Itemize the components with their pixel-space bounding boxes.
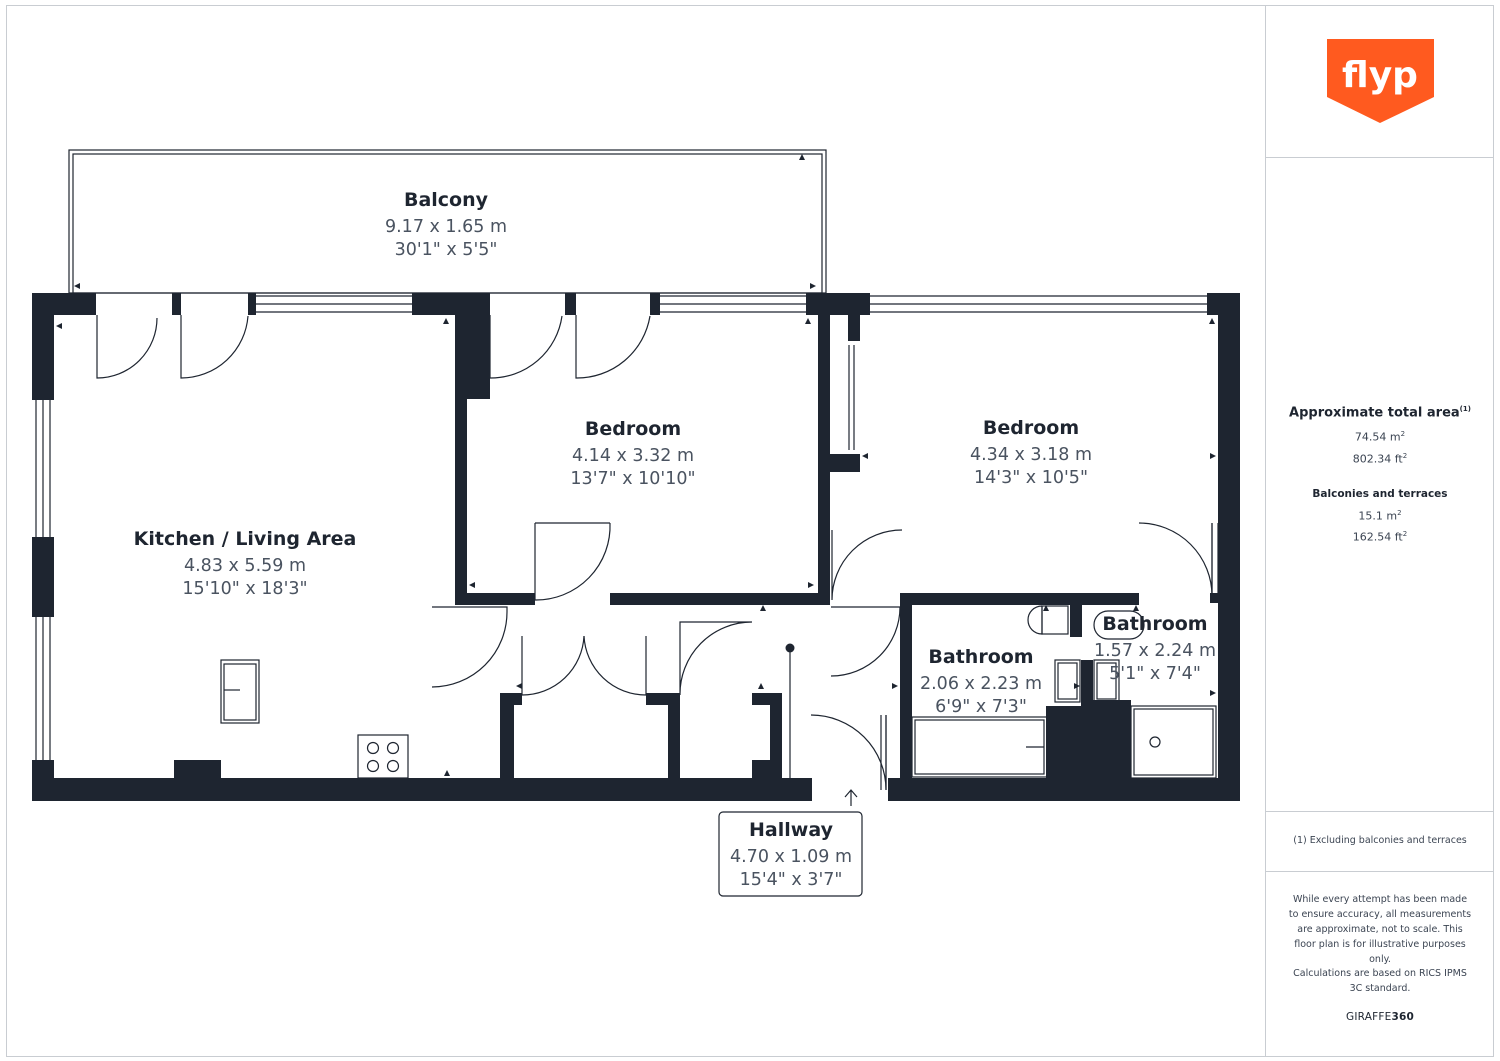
divider: [1266, 157, 1494, 158]
hallway-imperial: 15'4" x 3'7": [740, 870, 843, 890]
balcony-imperial: 30'1" x 5'5": [395, 240, 498, 260]
bathroom2-imperial: 5'1" x 7'4": [1109, 664, 1201, 684]
balcony-metric: 9.17 x 1.65 m: [385, 217, 507, 237]
calculation-note: Calculations are based on RICS IPMS 3C s…: [1293, 968, 1467, 994]
bathroom2-metric: 1.57 x 2.24 m: [1094, 641, 1216, 661]
bathroom1-metric: 2.06 x 2.23 m: [920, 674, 1042, 694]
bedroom2-imperial: 14'3" x 10'5": [974, 468, 1088, 488]
hallway-label-box: [718, 811, 863, 897]
total-area-m2: 74.54 m2: [1354, 430, 1406, 444]
bedroom2-metric: 4.34 x 3.18 m: [970, 445, 1092, 465]
kitchen-name: Kitchen / Living Area: [134, 528, 357, 550]
bathroom1-name: Bathroom: [928, 646, 1033, 668]
total-area-ft2: 802.34 ft2: [1352, 452, 1408, 466]
info-sidebar: flyp Approximate total area(1) 74.54 m2 …: [1265, 5, 1494, 1057]
page-frame: [6, 5, 1494, 1057]
bathroom2-name: Bathroom: [1102, 613, 1207, 635]
balconies-ft2: 162.54 ft2: [1352, 530, 1408, 544]
kitchen-metric: 4.83 x 5.59 m: [184, 556, 306, 576]
balconies-title: Balconies and terraces: [1312, 488, 1448, 500]
divider: [1266, 811, 1494, 812]
balcony-name: Balcony: [404, 189, 489, 211]
giraffe360-credit: GIRAFFE360: [1346, 1011, 1414, 1023]
floor-plan: Balcony 9.17 x 1.65 m 30'1" x 5'5" Kitch…: [32, 149, 1240, 897]
bedroom1-imperial: 13'7" x 10'10": [570, 469, 695, 489]
logo-text: flyp: [1342, 55, 1418, 96]
flyp-logo: flyp: [1327, 39, 1434, 123]
kitchen-imperial: 15'10" x 18'3": [182, 579, 307, 599]
bedroom2-name: Bedroom: [983, 417, 1079, 439]
balconies-m2: 15.1 m2: [1358, 509, 1402, 523]
bathroom1-imperial: 6'9" x 7'3": [935, 697, 1027, 717]
footnote: (1) Excluding balconies and terraces: [1293, 835, 1467, 846]
total-area-title: Approximate total area(1): [1289, 405, 1471, 421]
divider: [1266, 871, 1494, 872]
hallway-metric: 4.70 x 1.09 m: [730, 847, 852, 867]
bedroom1-metric: 4.14 x 3.32 m: [572, 446, 694, 466]
walls: [32, 293, 1240, 801]
hallway-name: Hallway: [749, 819, 834, 841]
bedroom1-name: Bedroom: [585, 418, 681, 440]
disclaimer: While every attempt has been made to ens…: [1288, 894, 1472, 965]
